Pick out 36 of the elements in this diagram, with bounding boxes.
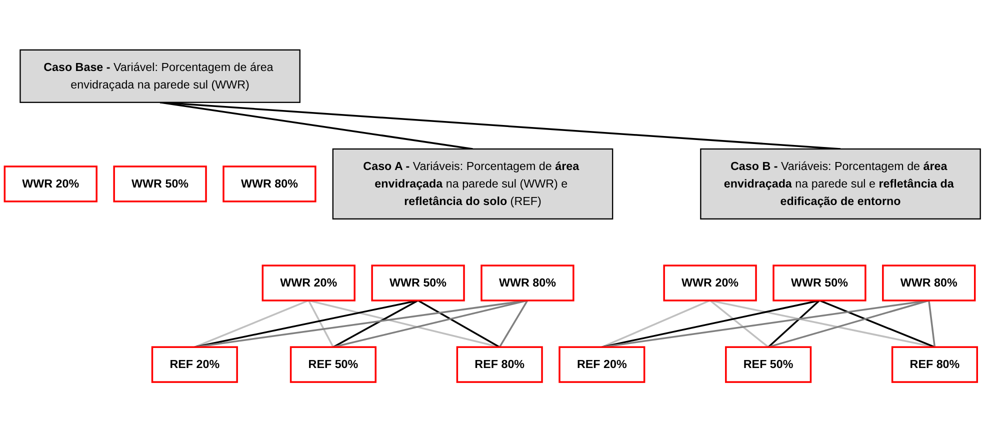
connector xyxy=(308,300,500,348)
node-box: WWR 80% xyxy=(882,264,976,302)
connector xyxy=(332,300,418,348)
connector xyxy=(194,300,528,348)
connector xyxy=(602,300,930,348)
node-box: Caso B - Variáveis: Porcentagem de área envidraçada na parede sul e refletância da edificação de entorno xyxy=(700,148,981,220)
connector xyxy=(819,300,936,348)
node-box: WWR 80% xyxy=(222,166,316,202)
node-box: WWR 20% xyxy=(262,264,356,302)
connector xyxy=(602,300,820,348)
node-box: REF 20% xyxy=(151,346,238,383)
node-box: REF 50% xyxy=(290,346,376,383)
connector xyxy=(308,300,334,348)
node-box: REF 80% xyxy=(891,346,978,383)
connector xyxy=(768,300,930,348)
connector xyxy=(498,300,528,348)
node-box: REF 20% xyxy=(558,346,646,383)
connector xyxy=(768,300,820,348)
connector xyxy=(194,300,418,348)
connector xyxy=(418,300,500,348)
connector xyxy=(928,300,936,348)
node-box: REF 80% xyxy=(456,346,543,383)
node-box: REF 50% xyxy=(725,346,812,383)
node-box: WWR 20% xyxy=(663,264,757,302)
node-box: WWR 50% xyxy=(113,166,207,202)
connector xyxy=(710,300,935,348)
node-box: WWR 20% xyxy=(4,166,98,202)
node-box: WWR 50% xyxy=(371,264,465,302)
node-box: Caso A - Variáveis: Porcentagem de área envidraçada na parede sul (WWR) e refletância do solo (REF) xyxy=(332,148,614,220)
connector xyxy=(194,300,309,348)
connector xyxy=(602,300,710,348)
node-box: WWR 50% xyxy=(772,264,866,302)
node-box: Caso Base - Variável: Porcentagem de área envidraçada na parede sul (WWR) xyxy=(20,49,300,103)
connector xyxy=(333,300,528,348)
node-box: WWR 80% xyxy=(480,264,574,302)
connector xyxy=(710,300,769,348)
